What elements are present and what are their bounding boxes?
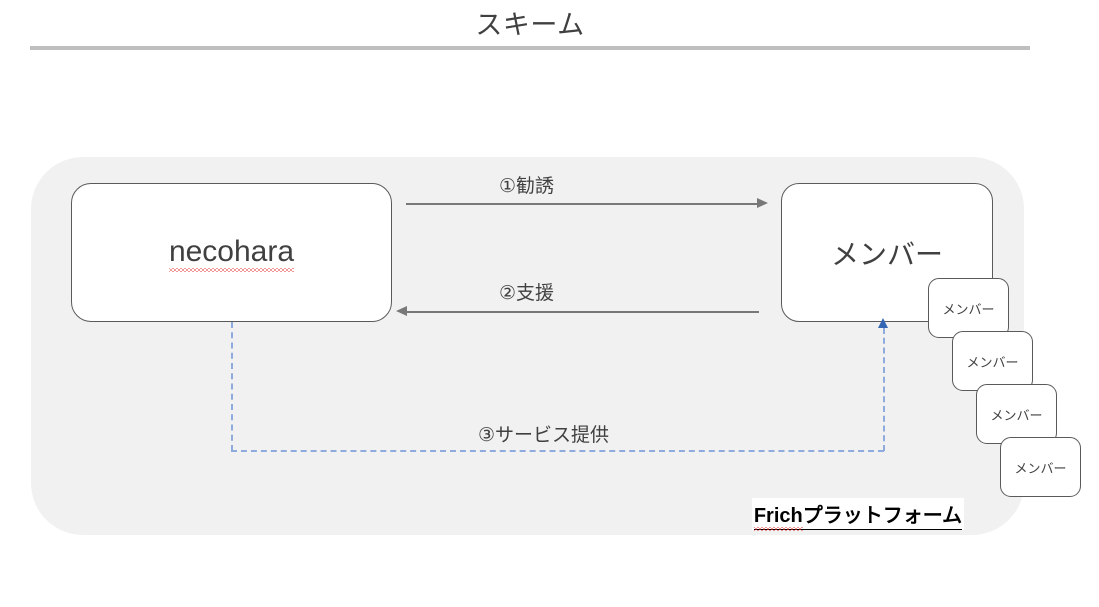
flow-service-arrowhead <box>878 318 888 328</box>
node-member-stack-4[interactable]: メンバー <box>1000 437 1081 497</box>
flow-service-segment-vertical-right <box>883 328 885 451</box>
page-title: スキーム <box>475 10 585 40</box>
node-member-stack-1-label: メンバー <box>942 301 995 317</box>
flow-solicitation-label: ①勧誘 <box>499 176 555 197</box>
node-member-stack-3[interactable]: メンバー <box>976 384 1057 444</box>
flow-service-segment-horizontal <box>231 450 884 452</box>
node-member-stack-1[interactable]: メンバー <box>928 278 1009 338</box>
node-member-main-label: メンバー <box>830 238 943 270</box>
platform-caption: Frichプラットフォーム <box>752 498 964 531</box>
node-member-stack-4-label: メンバー <box>1014 460 1067 476</box>
flow-support-label: ②支援 <box>499 283 555 304</box>
platform-caption-text: Frichプラットフォーム <box>753 499 963 531</box>
flow-support-arrowhead <box>396 306 407 316</box>
platform-caption-suffix: プラットフォーム <box>802 504 963 527</box>
flow-service-segment-vertical-left <box>231 322 233 451</box>
node-necohara-label: necohara <box>168 235 295 272</box>
flow-solicitation-line <box>406 203 758 205</box>
node-member-stack-3-label: メンバー <box>990 407 1043 423</box>
node-member-stack-2-label: メンバー <box>966 354 1019 370</box>
flow-solicitation-arrowhead <box>757 198 768 208</box>
flow-support-line <box>407 311 759 313</box>
title-divider <box>30 46 1030 50</box>
node-necohara[interactable]: necohara <box>71 183 392 322</box>
flow-service-label: ③サービス提供 <box>478 425 610 446</box>
platform-caption-brand: Frich <box>753 504 803 531</box>
node-member-stack-2[interactable]: メンバー <box>952 331 1033 391</box>
